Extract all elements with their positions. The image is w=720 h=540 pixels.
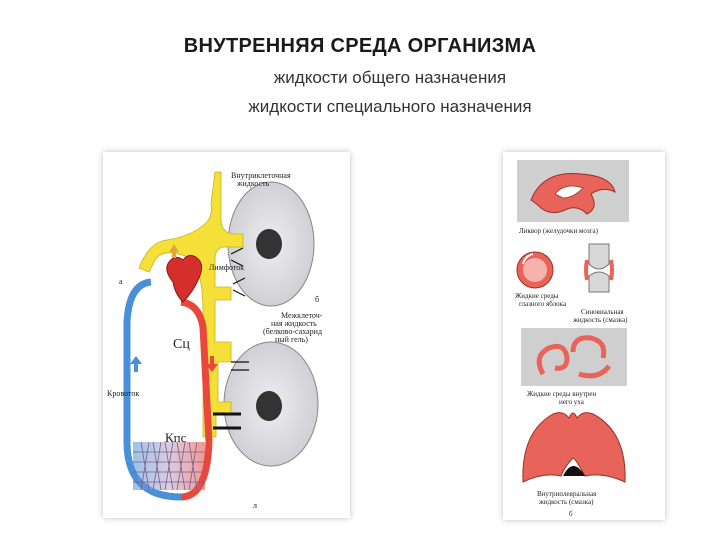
label-interstitial-1: Межклеточ- [281,311,323,320]
label-interstitial-2: ная жидкость [271,319,317,328]
label-capillaries: Кпс [165,430,187,445]
special-fluids-diagram: Ликвор (желудочки мозга) Жидкие среды гл… [503,152,665,520]
arterial-vessel [180,298,213,501]
label-interstitial-4: ный гель) [275,335,308,344]
blood-up-arrow-icon [130,356,142,372]
special-fluids-svg: Ликвор (желудочки мозга) Жидкие среды гл… [515,160,629,518]
label-eye-2: глазного яблока [519,300,567,308]
label-blood-flow: Кровоток [107,389,139,398]
inner-ear-panel [521,328,627,386]
label-synovial-2: жидкость (смазка) [572,316,628,324]
label-liquor: Ликвор (желудочки мозга) [519,227,599,235]
label-intracellular-2: жидкость [236,179,270,188]
label-intracellular-1: Внутриклеточная [231,171,291,180]
label-mark-l: л [253,501,257,510]
circulation-diagram-svg: Внутриклеточная жидкость Лимфоток Межкле… [107,171,323,510]
capillary-cell-arrows [213,412,241,430]
lungs-icon [522,412,626,483]
page-title: ВНУТРЕННЯЯ СРЕДА ОРГАНИЗМА [183,35,537,57]
label-inner-ear-2: него уха [559,398,585,406]
circulation-diagram: Внутриклеточная жидкость Лимфоток Межкле… [103,152,350,518]
label-mark-b: б [315,295,319,304]
label-inner-ear-1: Жидкие среды внутрен [527,390,597,398]
label-mark-a: а [119,277,123,286]
label-mark-b-right: б [569,510,573,518]
subtitle-special-fluids: жидкости специального назначения [248,97,532,116]
exchange-arrows [230,247,249,371]
subtitle-general-fluids: жидкости общего назначения [273,68,507,87]
label-pleural-2: жидкость (смазка) [538,498,594,506]
capillary-network [133,441,205,491]
label-eye-1: Жидкие среды [515,292,559,300]
label-interstitial-3: (белково-сахарид [263,327,322,336]
venous-vessel [123,278,182,501]
eye-icon [516,251,554,289]
label-lymph: Лимфоток [209,263,244,272]
joint-icon [584,243,614,293]
lower-cell-nucleus [256,391,282,421]
heart-icon [166,254,203,303]
blood-down-arrow-icon [206,356,218,372]
inner-ear-icon [536,335,612,379]
label-synovial-1: Синовиальная [581,308,624,316]
lymph-up-arrow-icon [169,244,179,258]
upper-cell-nucleus [256,229,282,259]
label-pleural-1: Внутриплевральная [537,490,597,498]
label-heart: Сц [173,337,190,352]
